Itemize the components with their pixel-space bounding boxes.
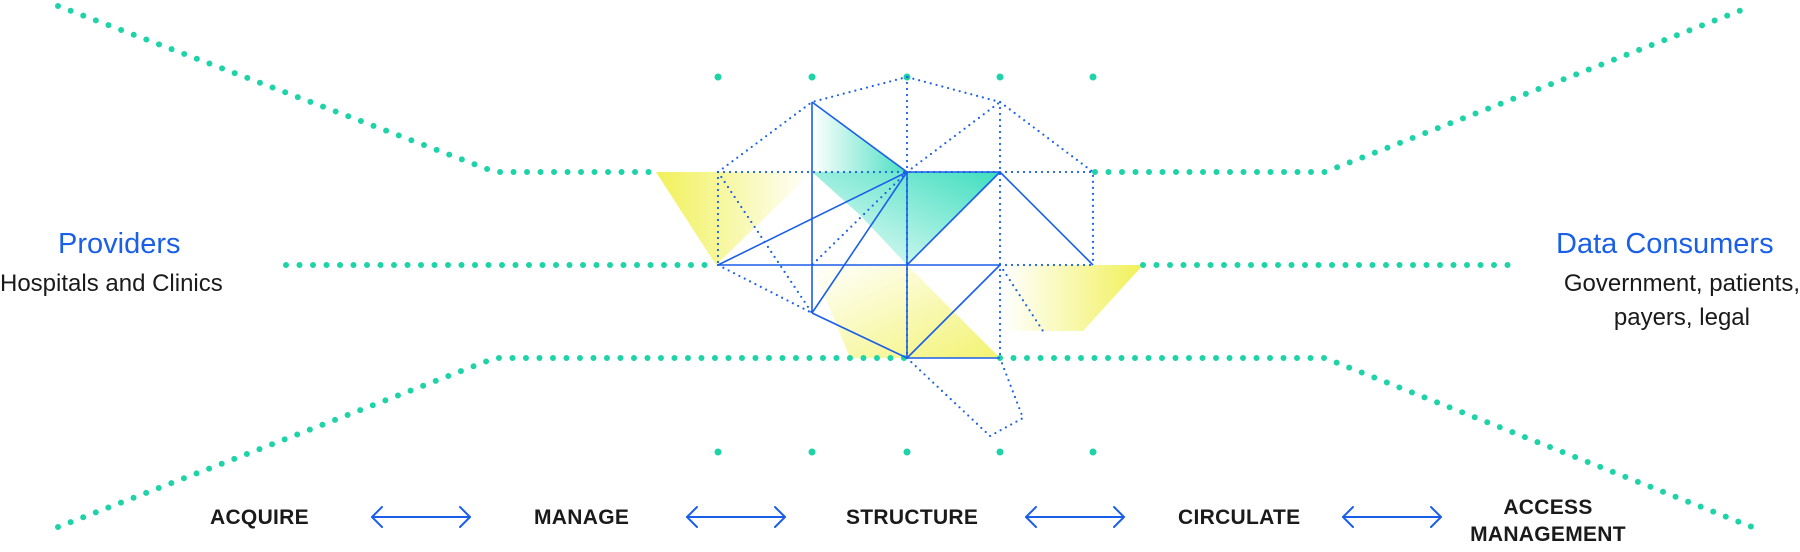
stage-structure: STRUCTURE xyxy=(846,506,979,529)
stage-access-management: ACCESS MANAGEMENT xyxy=(1468,494,1628,548)
providers-subtitle: Hospitals and Clinics xyxy=(0,270,223,297)
consumers-subtitle-line-1: Government, patients, xyxy=(1563,270,1800,297)
stage-access-line-2: MANAGEMENT xyxy=(1470,523,1626,546)
stage-circulate: CIRCULATE xyxy=(1178,506,1301,529)
yellow-shape-right xyxy=(1003,265,1143,331)
stage-manage: MANAGE xyxy=(534,506,630,529)
highlight-shapes xyxy=(656,102,1143,358)
stage-acquire: ACQUIRE xyxy=(210,506,309,529)
top-channel xyxy=(55,3,659,175)
network-solid-lines xyxy=(717,101,1094,359)
arrow-manage-structure xyxy=(686,506,786,528)
consumers-title: Data Consumers xyxy=(1556,228,1774,260)
yellow-shape-bottom xyxy=(812,265,1000,358)
consumers-subtitle: Government, patients, payers, legal xyxy=(1564,267,1800,335)
network-dotted-lines xyxy=(716,75,1095,438)
arrow-structure-circulate xyxy=(1025,506,1125,528)
arrow-circulate-access xyxy=(1342,506,1442,528)
top-channel-right xyxy=(1092,3,1755,175)
stage-arrows xyxy=(371,506,1442,528)
stage-access-line-1: ACCESS xyxy=(1503,496,1593,519)
yellow-shape-left xyxy=(656,172,812,265)
bottom-channel-right xyxy=(997,355,1755,530)
arrow-acquire-manage xyxy=(371,506,471,528)
providers-title: Providers xyxy=(58,228,181,260)
data-channels xyxy=(55,3,1755,530)
consumers-subtitle-line-2: payers, legal xyxy=(1613,304,1750,331)
bottom-channel xyxy=(55,355,910,530)
grid-dots xyxy=(714,73,1097,456)
